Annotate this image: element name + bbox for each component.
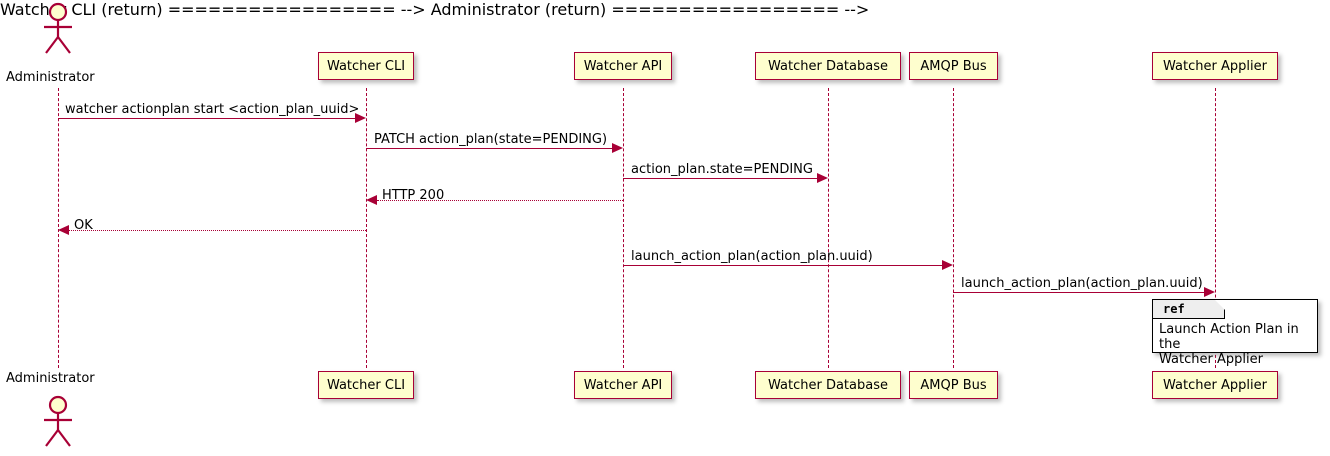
participant-box-watcher-cli-bottom[interactable]: Watcher CLI (318, 371, 414, 399)
actor-label-administrator-bottom: Administrator (6, 371, 95, 386)
lifeline-watcher-applier (1215, 88, 1216, 368)
message-line-5 (69, 230, 366, 231)
participant-label-watcher-database-top: Watcher Database (768, 58, 888, 74)
ref-fragment-header-label: ref (1163, 302, 1185, 316)
message-arrowhead-3 (817, 173, 828, 183)
participant-label-watcher-api-top: Watcher API (583, 58, 663, 74)
message-line-3 (623, 178, 818, 179)
ref-fragment: ref Launch Action Plan in the Watcher Ap… (1152, 299, 1318, 367)
participant-box-watcher-applier-bottom[interactable]: Watcher Applier (1152, 371, 1278, 399)
message-line-6 (623, 265, 943, 266)
ref-fragment-header: ref (1153, 300, 1225, 319)
participant-box-watcher-applier-top[interactable]: Watcher Applier (1152, 52, 1278, 80)
actor-administrator-bottom (44, 395, 72, 447)
message-arrowhead-1 (355, 113, 366, 123)
participant-label-watcher-cli-bottom: Watcher CLI (326, 377, 406, 393)
message-label-2: PATCH action_plan(state=PENDING) (374, 132, 608, 147)
message-label-7: launch_action_plan(action_plan.uuid) (961, 276, 1203, 291)
message-arrowhead-2 (612, 143, 623, 153)
message-label-3: action_plan.state=PENDING (631, 162, 813, 177)
message-label-5: OK (74, 218, 93, 233)
lifeline-watcher-cli (366, 88, 367, 368)
actor-administrator-top (44, 2, 72, 54)
actor-label-administrator-top: Administrator (6, 70, 95, 85)
message-arrowhead-5 (58, 225, 69, 235)
participant-box-watcher-database-top[interactable]: Watcher Database (755, 52, 901, 80)
message-line-4 (377, 200, 623, 201)
participant-label-watcher-cli-top: Watcher CLI (326, 58, 406, 74)
participant-box-watcher-cli-top[interactable]: Watcher CLI (318, 52, 414, 80)
participant-label-amqp-bus-bottom: AMQP Bus (920, 377, 987, 393)
ref-fragment-body: Launch Action Plan in the Watcher Applie… (1159, 322, 1311, 367)
message-label-1: watcher actionplan start <action_plan_uu… (65, 102, 360, 117)
message-arrowhead-7 (1204, 287, 1215, 297)
message-line-2 (366, 148, 613, 149)
participant-box-watcher-api-top[interactable]: Watcher API (574, 52, 672, 80)
lifeline-watcher-api (623, 88, 624, 368)
message-line-7 (953, 292, 1205, 293)
participant-label-watcher-applier-top: Watcher Applier (1163, 58, 1267, 74)
participant-label-watcher-api-bottom: Watcher API (583, 377, 663, 393)
lifeline-amqp-bus (953, 88, 954, 368)
message-label-4: HTTP 200 (382, 188, 445, 203)
participant-label-watcher-database-bottom: Watcher Database (768, 377, 888, 393)
participant-box-amqp-bus-bottom[interactable]: AMQP Bus (909, 371, 998, 399)
participant-label-watcher-applier-bottom: Watcher Applier (1163, 377, 1267, 393)
participant-box-watcher-api-bottom[interactable]: Watcher API (574, 371, 672, 399)
message-arrowhead-4 (366, 195, 377, 205)
message-arrowhead-6 (942, 260, 953, 270)
participant-label-amqp-bus-top: AMQP Bus (920, 58, 987, 74)
participant-box-amqp-bus-top[interactable]: AMQP Bus (909, 52, 998, 80)
ref-fragment-line-1: Launch Action Plan in the (1159, 322, 1299, 352)
lifeline-watcher-database (828, 88, 829, 368)
ref-fragment-line-2: Watcher Applier (1159, 352, 1263, 367)
message-label-6: launch_action_plan(action_plan.uuid) (631, 249, 873, 264)
participant-box-watcher-database-bottom[interactable]: Watcher Database (755, 371, 901, 399)
message-line-1 (58, 118, 356, 119)
